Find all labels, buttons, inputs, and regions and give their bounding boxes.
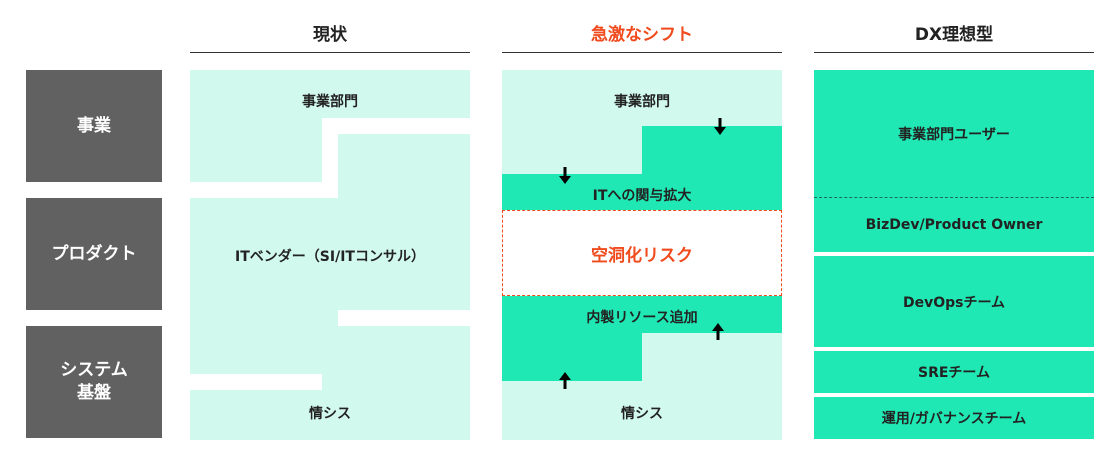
shift-itdept-label: 情シス [621, 406, 663, 422]
current-itdept-block [190, 326, 470, 440]
header-ideal: DX理想型 [914, 25, 994, 45]
row-label-system: システム 基盤 [26, 326, 162, 438]
header-shift: 急激なシフト [591, 25, 693, 45]
arrow-up-icon [559, 372, 571, 389]
current-diagram [190, 70, 470, 440]
ideal-sre-label: SREチーム [917, 365, 990, 381]
ideal-sre-cell: SREチーム [814, 351, 1094, 393]
current-business-label: 事業部門 [302, 94, 358, 110]
arrow-down-icon [714, 118, 726, 135]
row-label-product: プロダクト [26, 198, 162, 310]
header-rule-shift [502, 52, 782, 53]
header-rule-ideal [814, 52, 1094, 53]
shift-inhouse-label: 内製リソース追加 [586, 310, 698, 326]
shift-expansion-block [502, 126, 782, 210]
arrow-down-icon [559, 167, 571, 184]
ideal-devops-label: DevOpsチーム [902, 294, 1006, 311]
ideal-devops-cell: DevOpsチーム [814, 256, 1094, 347]
current-business-block [190, 70, 470, 182]
shift-expansion-label: ITへの関与拡大 [592, 188, 692, 204]
shift-business-light [502, 70, 782, 174]
current-itdept-label: 情シス [309, 406, 351, 422]
arrow-up-icon [712, 323, 724, 340]
ideal-bizdev-label: BizDev/Product Owner [865, 217, 1043, 233]
shift-itdept-light [502, 333, 782, 440]
ideal-ops-label: 運用/ガバナンスチーム [881, 411, 1027, 427]
shift-business-label: 事業部門 [614, 94, 670, 110]
header-rule-current [190, 52, 470, 53]
ideal-user-cell: 事業部門ユーザー [814, 70, 1094, 198]
header-current: 現状 [313, 25, 347, 45]
ideal-dashed-divider [814, 197, 1094, 198]
ideal-bizdev-cell: BizDev/Product Owner [814, 198, 1094, 252]
shift-diagram [502, 70, 782, 440]
row-label-business: 事業 [26, 70, 162, 182]
hollow-risk-box: 空洞化リスク [502, 210, 782, 296]
ideal-user-label: 事業部門ユーザー [898, 127, 1010, 143]
current-vendor-label: ITベンダー（SI/ITコンサル） [235, 249, 425, 265]
current-vendor-block [190, 134, 470, 374]
ideal-ops-cell: 運用/ガバナンスチーム [814, 397, 1094, 439]
